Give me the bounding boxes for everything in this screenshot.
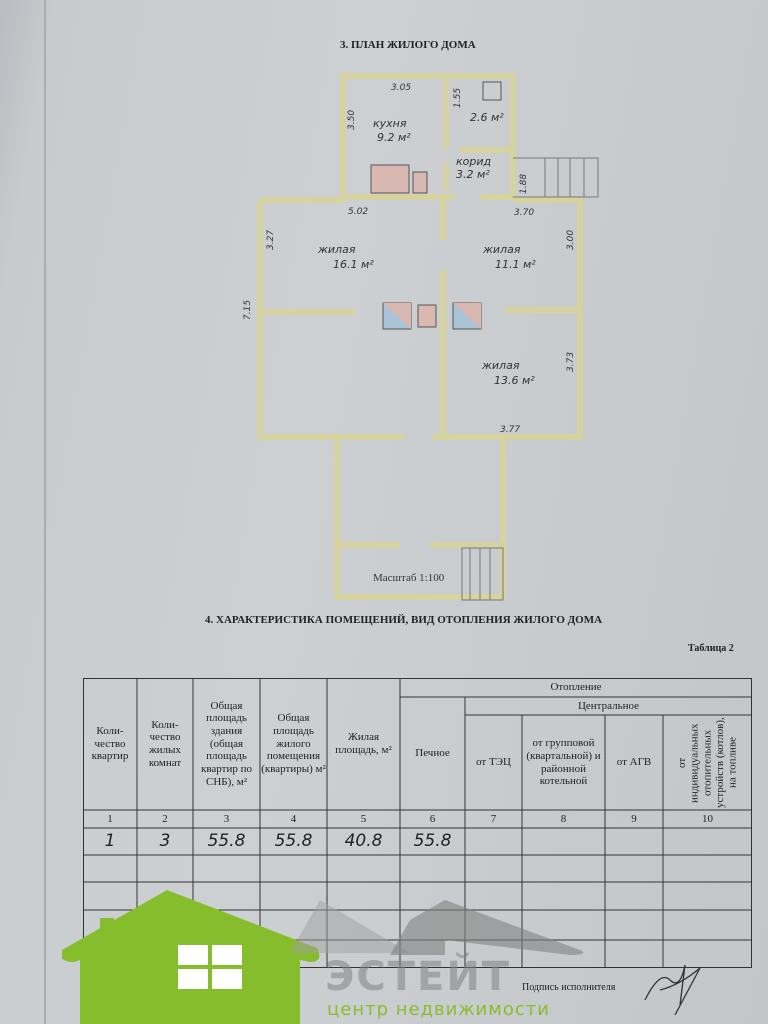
column-number: 3: [223, 812, 230, 825]
table-cell: 55.8: [413, 830, 452, 851]
watermark-roofs: [290, 900, 584, 955]
column-header: Коли-чество жилых комнат: [148, 718, 182, 769]
dimension: 3.50: [347, 110, 357, 130]
dimension: 1.88: [519, 174, 529, 194]
dimension: 3.00: [566, 230, 576, 250]
column-header: от групповой (квартальной) и районной ко…: [526, 737, 601, 788]
dimension: 7.15: [243, 300, 253, 320]
table-label: Таблица 2: [688, 643, 734, 654]
table-grid: [83, 678, 752, 968]
plan-scale: Масштаб 1:100: [373, 572, 445, 584]
room-area: 11.1 м²: [495, 258, 536, 271]
room-area: 16.1 м²: [333, 258, 374, 271]
wall-veranda: [334, 437, 506, 600]
column-number: 4: [290, 812, 297, 825]
table-cell: [465, 828, 522, 855]
signature: [644, 964, 701, 1016]
room-name: жилая: [317, 243, 356, 256]
wall-kitchen-block: [340, 73, 516, 200]
section-3-title: 3. ПЛАН ЖИЛОГО ДОМА: [340, 39, 476, 51]
stove-icon: [370, 164, 410, 194]
room-area: 13.6 м²: [494, 374, 535, 387]
table-cell: 1: [104, 830, 116, 851]
column-header: Печное: [415, 747, 450, 760]
room-name: жилая: [481, 359, 520, 372]
column-number: 1: [107, 812, 113, 825]
column-number: 2: [162, 812, 168, 825]
page-fold: [44, 0, 46, 1024]
table-cell: 55.8: [274, 830, 313, 851]
column-number: 9: [631, 812, 637, 825]
watermark-brand: ЭСТЕЙТ: [325, 954, 512, 1000]
rooms-heating-table: Отопление Центральное Коли-чество кварти…: [83, 678, 752, 968]
room-name: кухня: [373, 117, 407, 130]
column-header: от ТЭЦ: [476, 756, 511, 769]
table-cell: 55.8: [207, 830, 246, 851]
dimension: 5.02: [348, 207, 368, 217]
dimension: 3.77: [500, 425, 520, 435]
dimension: 1.55: [453, 88, 463, 108]
room-area: 9.2 м²: [377, 131, 411, 144]
header-group-central: Центральное: [577, 699, 640, 712]
floor-plan: кухня 9.2 м² 2.6 м² корид 3.2 м² жилая 1…: [243, 73, 599, 601]
room-area: 3.2 м²: [456, 168, 490, 181]
heater-icon: [452, 302, 482, 330]
dimension: 3.05: [391, 83, 411, 93]
table-cell: 40.8: [344, 830, 383, 851]
column-header: Общая площадь здания (общая площадь квар…: [201, 699, 252, 788]
watermark-tagline: центр недвижимости: [327, 999, 550, 1020]
dimension: 3.70: [514, 208, 534, 218]
room-name: корид: [456, 155, 491, 168]
column-number: 8: [560, 812, 567, 825]
table-cell: [522, 828, 605, 855]
table-cell: [663, 828, 752, 855]
dimension: 3.27: [266, 230, 276, 250]
column-number: 6: [429, 812, 436, 825]
wall-main-house: [257, 197, 583, 440]
column-number: 5: [360, 812, 367, 825]
section-4-title: 4. ХАРАКТЕРИСТИКА ПОМЕЩЕНИЙ, ВИД ОТОПЛЕН…: [205, 614, 603, 626]
signature-label: Подпись исполнителя: [522, 982, 616, 993]
table-cell: [605, 828, 663, 855]
column-header: Коли-чество квартир: [91, 725, 129, 763]
column-header: Общая площадь жилого помещения (квартиры…: [261, 712, 326, 775]
column-header: от индивидуальных отопительных устройств…: [675, 717, 739, 808]
header-group-heating: Отопление: [550, 681, 602, 694]
column-number: 7: [490, 812, 497, 825]
dimension: 3.73: [566, 352, 576, 372]
table-cell: 3: [159, 830, 171, 851]
room-area: 2.6 м²: [470, 111, 504, 124]
cooktop-icon: [482, 81, 502, 101]
room-name: жилая: [482, 243, 521, 256]
watermark-logo: [62, 890, 320, 1024]
column-header: от АГВ: [616, 756, 652, 769]
column-number: 10: [702, 812, 713, 825]
heater-icon: [382, 302, 412, 330]
column-header: Жилая площадь, м²: [335, 731, 392, 756]
